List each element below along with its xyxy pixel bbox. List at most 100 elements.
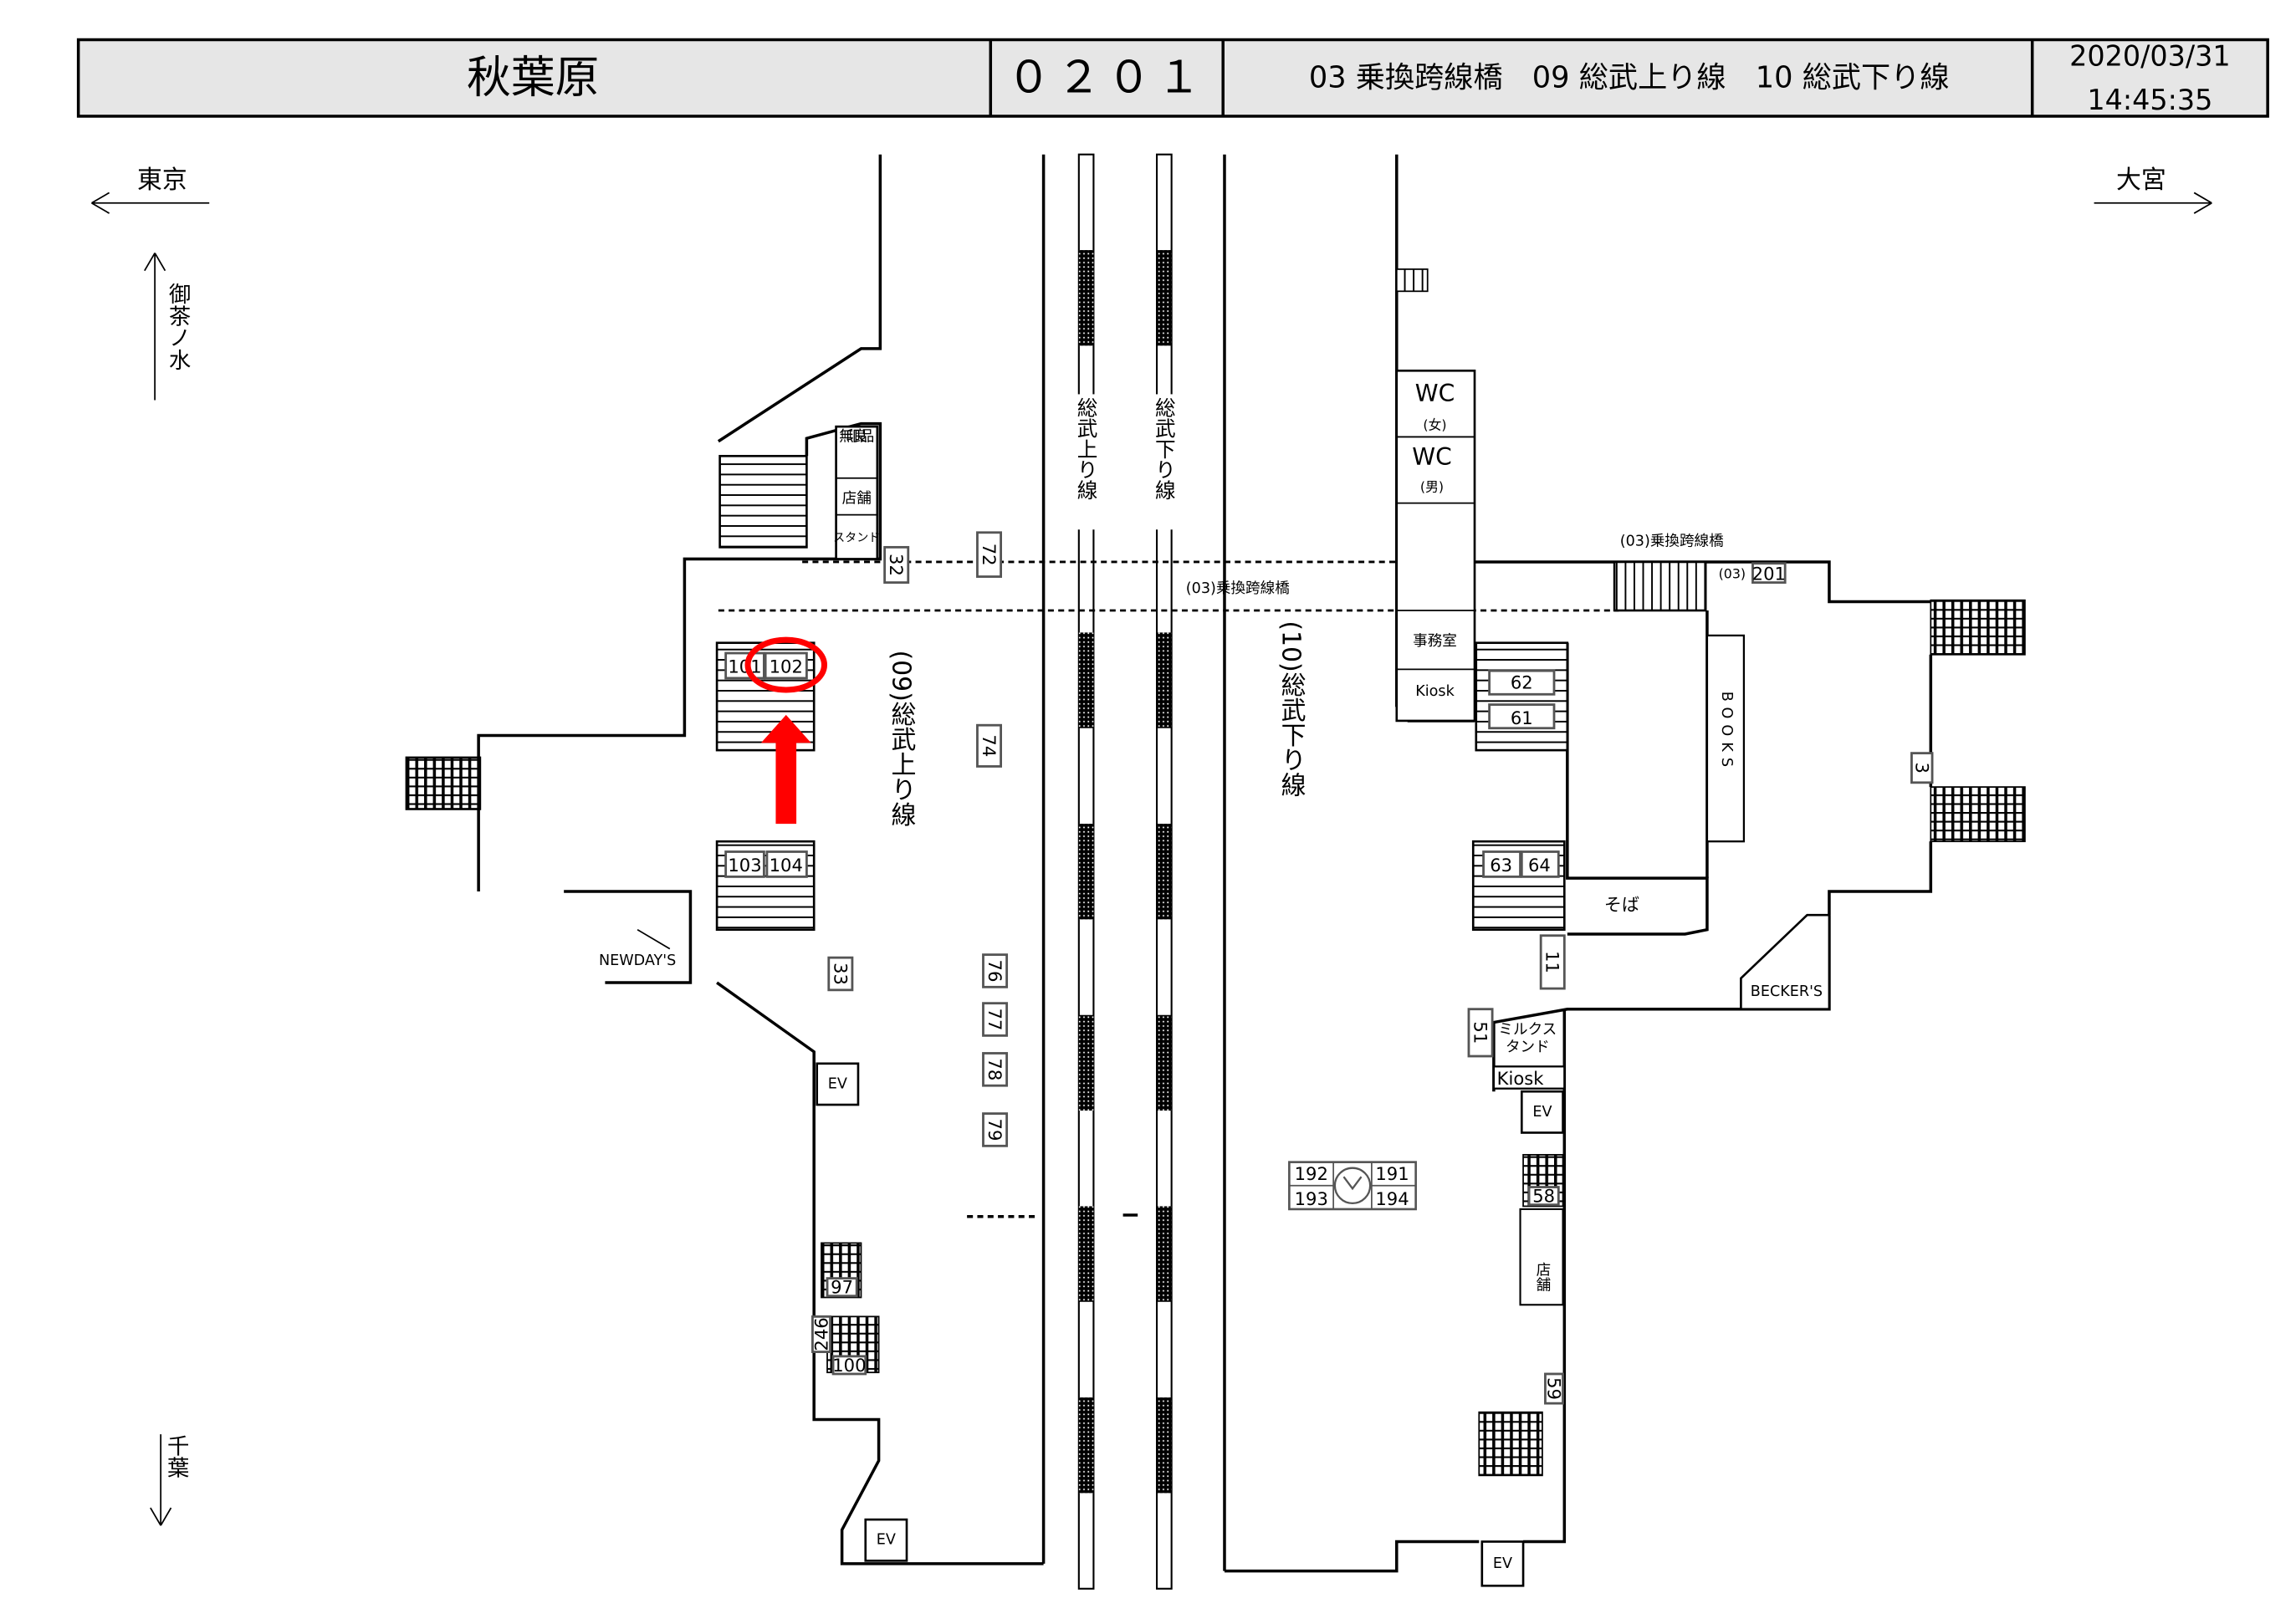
marker-103: 103 bbox=[724, 850, 765, 878]
platform-10-label: (10)総武下り線 bbox=[1276, 620, 1306, 797]
bridge-label: (03)乗換跨線橋 bbox=[1186, 580, 1290, 597]
marker-193: 193 bbox=[1295, 1188, 1328, 1209]
stand-label: スタンド bbox=[833, 531, 880, 544]
direction-west: 東京 bbox=[91, 166, 210, 214]
svg-text:32: 32 bbox=[886, 554, 907, 576]
svg-text:101: 101 bbox=[728, 656, 761, 677]
station-code: ０２０１ bbox=[1007, 53, 1207, 104]
stairs bbox=[718, 454, 808, 549]
marker-104: 104 bbox=[765, 850, 808, 878]
stairs-west-end bbox=[405, 756, 482, 810]
direction-south-label: 千葉 bbox=[163, 1434, 189, 1478]
shop-label: 店舗 bbox=[842, 491, 872, 508]
kiosk-label: Kiosk bbox=[1497, 1068, 1545, 1089]
ev-label: EV bbox=[1532, 1104, 1552, 1121]
svg-text:79: 79 bbox=[984, 1119, 1005, 1141]
svg-text:74: 74 bbox=[979, 734, 1000, 757]
svg-text:62: 62 bbox=[1511, 672, 1533, 693]
track-down-label: 総武下り線 bbox=[1152, 397, 1176, 500]
marker-102: 102 bbox=[764, 651, 808, 680]
marker-58: 58 bbox=[1527, 1186, 1560, 1207]
svg-text:100: 100 bbox=[832, 1355, 866, 1376]
station-name: 秋葉原 bbox=[467, 53, 599, 104]
marker-62: 62 bbox=[1488, 669, 1556, 696]
svg-text:103: 103 bbox=[728, 855, 761, 876]
clock-icon bbox=[1333, 1167, 1372, 1205]
bridge-label-2: (03)乗換跨線橋 bbox=[1620, 534, 1724, 550]
right-platform: BECKER'S WC (女) WC (男) 事務室 Kiosk (03)乗換跨… bbox=[1224, 154, 2026, 1587]
direction-south: 千葉 bbox=[150, 1434, 189, 1526]
svg-text:104: 104 bbox=[770, 855, 803, 876]
elevator bbox=[1480, 1540, 1525, 1587]
marker-201: 201 bbox=[1751, 562, 1787, 585]
stairs-east-2 bbox=[1930, 786, 2026, 843]
ev-label: EV bbox=[877, 1532, 896, 1549]
milk-stand-area: ミルクスタンド bbox=[1498, 1023, 1557, 1056]
clock-block: 192 191 193 194 bbox=[1288, 1161, 1417, 1211]
marker-74: 74 bbox=[976, 723, 1003, 768]
marker-72: 72 bbox=[976, 531, 1003, 578]
marker-11: 11 bbox=[1539, 934, 1566, 990]
markers-rotated: 32 72 74 76 77 78 79 3 11 51 59 246 bbox=[811, 531, 1934, 1405]
svg-text:51: 51 bbox=[1470, 1021, 1491, 1044]
arrow-down-icon bbox=[150, 1434, 172, 1526]
ev-label: EV bbox=[828, 1075, 847, 1092]
svg-text:11: 11 bbox=[1542, 951, 1563, 973]
marker-32: 32 bbox=[883, 545, 910, 584]
arrow-left-icon bbox=[91, 192, 210, 214]
direction-north: 御茶ノ水 bbox=[144, 253, 191, 401]
marker-63: 63 bbox=[1482, 850, 1521, 878]
marker-101: 101 bbox=[724, 651, 765, 680]
marker-64: 64 bbox=[1520, 850, 1560, 878]
soba-label: そば bbox=[1604, 894, 1639, 915]
arrow-up-icon bbox=[144, 253, 166, 401]
marker-76: 76 bbox=[982, 953, 1009, 988]
elevator bbox=[816, 1062, 860, 1106]
marker-97: 97 bbox=[826, 1277, 858, 1298]
tracks: 総武上り線 総武下り線 bbox=[967, 153, 1226, 1590]
track-up-label: 総武上り線 bbox=[1074, 397, 1098, 500]
line-list: 03 乗換跨線橋 09 総武上り線 10 総武下り線 bbox=[1309, 61, 1950, 95]
wc-men-sub: (男) bbox=[1420, 479, 1444, 495]
stairs-east-1 bbox=[1930, 599, 2026, 656]
marker-77: 77 bbox=[982, 1002, 1009, 1037]
wc-women-sub: (女) bbox=[1423, 417, 1446, 433]
beckers-label: BECKER'S bbox=[1751, 983, 1823, 1000]
office-label: 事務室 bbox=[1413, 633, 1457, 650]
wc-women: WC bbox=[1415, 380, 1455, 407]
elevator bbox=[1520, 1090, 1564, 1134]
marker-78: 78 bbox=[982, 1052, 1009, 1087]
svg-text:58: 58 bbox=[1532, 1186, 1555, 1207]
marker-192: 192 bbox=[1295, 1163, 1328, 1184]
marker-3: 3 bbox=[1910, 752, 1934, 784]
svg-text:59: 59 bbox=[1544, 1377, 1565, 1400]
svg-text:78: 78 bbox=[984, 1058, 1005, 1080]
svg-text:77: 77 bbox=[984, 1009, 1005, 1031]
svg-text:102: 102 bbox=[770, 656, 803, 677]
stairs bbox=[1395, 268, 1429, 293]
svg-text:201: 201 bbox=[1752, 564, 1786, 585]
ev-label: EV bbox=[1493, 1555, 1512, 1572]
svg-text:97: 97 bbox=[831, 1277, 853, 1298]
marker-79: 79 bbox=[982, 1112, 1009, 1147]
direction-west-label: 東京 bbox=[137, 166, 187, 195]
direction-east-label: 大宮 bbox=[2116, 166, 2166, 195]
markers: 101 102 103 104 62 61 63 64 201 33 97 10… bbox=[724, 562, 1787, 1376]
svg-text:246: 246 bbox=[811, 1317, 831, 1351]
header-bar: 秋葉原 ０２０１ 03 乗換跨線橋 09 総武上り線 10 総武下り線 2020… bbox=[76, 38, 2269, 118]
marker-191: 191 bbox=[1375, 1163, 1409, 1184]
direction-east: 大宮 bbox=[2094, 166, 2212, 214]
svg-text:63: 63 bbox=[1490, 855, 1512, 876]
svg-text:61: 61 bbox=[1511, 707, 1533, 728]
direction-north-label: 御茶ノ水 bbox=[165, 283, 191, 371]
svg-text:72: 72 bbox=[979, 544, 1000, 566]
newdays-label: NEWDAY'S bbox=[599, 952, 676, 969]
arrow-up-icon bbox=[760, 714, 811, 825]
date: 2020/03/31 bbox=[2069, 39, 2231, 72]
marker-33: 33 bbox=[827, 956, 854, 992]
svg-text:64: 64 bbox=[1528, 855, 1551, 876]
bridge-code: (03) bbox=[1719, 565, 1746, 581]
marker-246: 246 bbox=[811, 1315, 831, 1353]
shop-muji: 無印良品 bbox=[839, 429, 874, 446]
